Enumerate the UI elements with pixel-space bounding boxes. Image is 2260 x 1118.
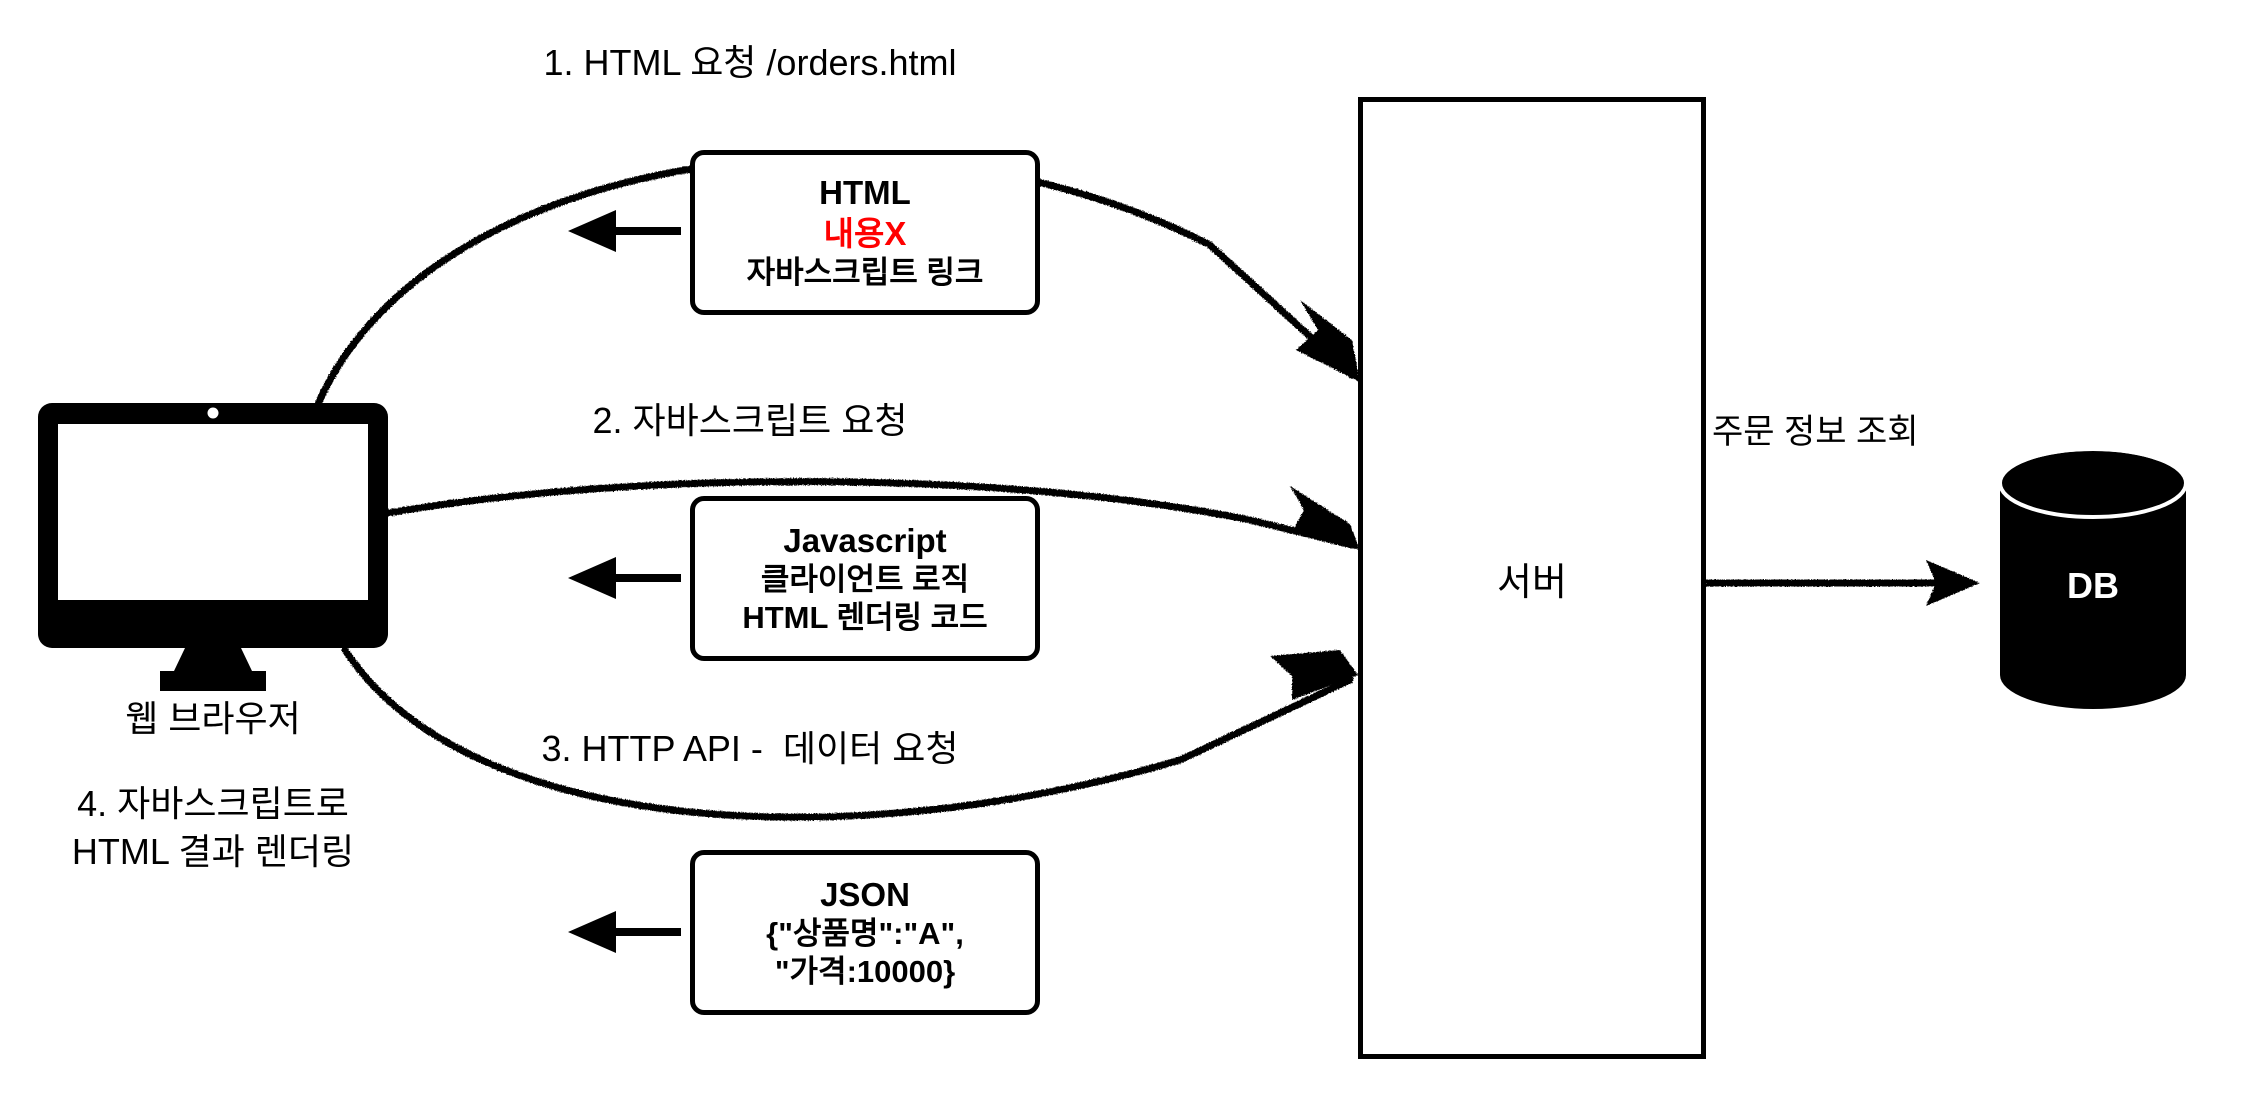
payload-html-title: HTML — [819, 174, 911, 212]
database-label: DB — [2067, 565, 2119, 606]
browser-note-line2: HTML 결과 렌더링 — [71, 831, 355, 872]
server-to-db-arrow — [1706, 560, 1980, 606]
browser-note-line1: 4. 자바스크립트로 — [77, 783, 349, 824]
payload-json-line3: "가격:10000} — [774, 953, 956, 989]
payload-html-detail: 자바스크립트 링크 — [746, 254, 984, 290]
response-3-arrow — [568, 911, 681, 953]
payload-box-html: HTML 내용X 자바스크립트 링크 — [690, 150, 1040, 315]
payload-json-line2: {"상품명":"A", — [766, 915, 964, 951]
flow-2-request-arrow — [384, 478, 1360, 550]
payload-javascript-line2: 클라이언트 로직 — [760, 561, 970, 597]
payload-html-accent: 내용X — [823, 214, 907, 252]
response-2-arrow — [568, 557, 681, 599]
payload-javascript-line3: HTML 렌더링 코드 — [742, 599, 988, 635]
flow-2-label: 2. 자바스크립트 요청 — [592, 400, 908, 441]
flow-3-label: 3. HTTP API - 데이터 요청 — [541, 728, 959, 769]
payload-box-json: JSON {"상품명":"A", "가격:10000} — [690, 850, 1040, 1015]
db-query-label: 주문 정보 조회 — [1712, 413, 1919, 451]
flow-1-label: 1. HTML 요청 /orders.html — [543, 42, 957, 83]
desktop-monitor-icon — [38, 403, 388, 691]
payload-box-javascript: Javascript 클라이언트 로직 HTML 렌더링 코드 — [690, 496, 1040, 661]
server-label: 서버 — [1497, 561, 1567, 604]
flow-3-request-arrow — [341, 646, 1358, 821]
payload-json-title: JSON — [820, 875, 910, 913]
response-1-arrow — [568, 210, 681, 252]
browser-caption: 웹 브라우저 — [125, 698, 301, 739]
database-cylinder-icon — [1998, 447, 2188, 709]
server-node: 서버 — [1358, 97, 1706, 1059]
payload-javascript-title: Javascript — [783, 521, 947, 559]
